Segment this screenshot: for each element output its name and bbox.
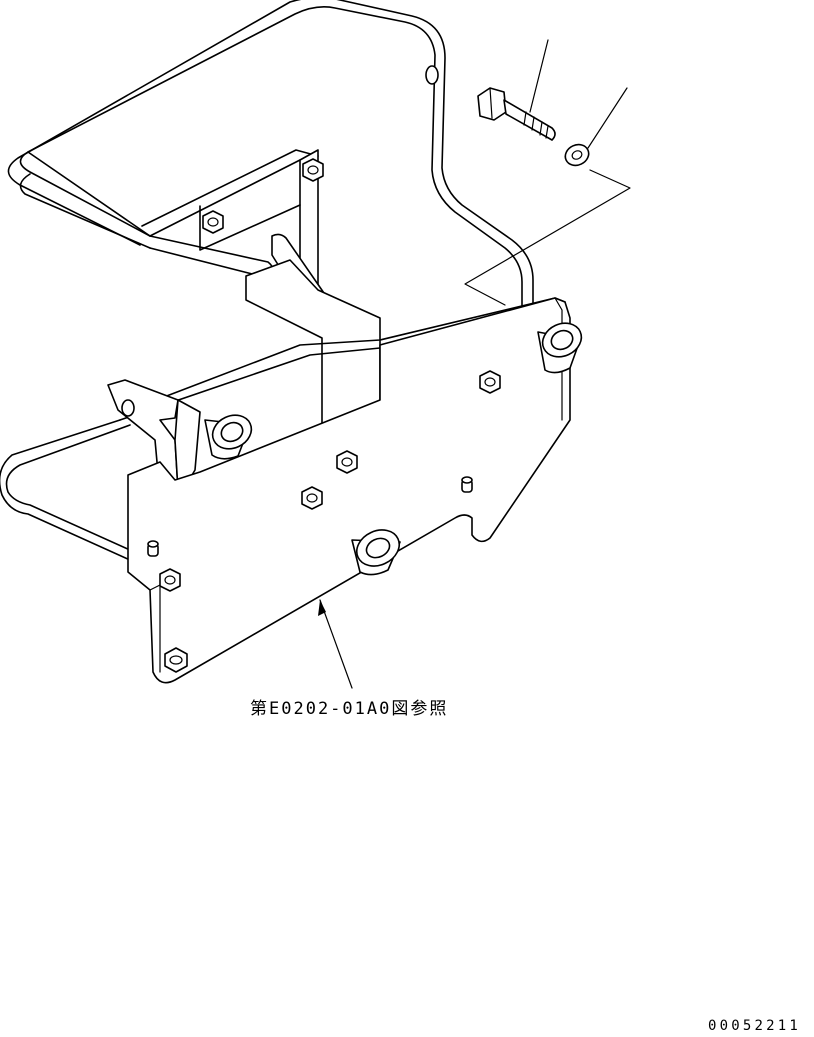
mounting-plate [127, 297, 571, 684]
drawing-number: 00052211 [708, 1018, 802, 1034]
reference-label: 第E0202-01A0図参照 [250, 699, 449, 719]
spacer-upper-right [537, 322, 583, 374]
upper-bracket [141, 149, 381, 433]
rail-end-cap [425, 65, 439, 85]
leader-lines [318, 39, 631, 689]
hex-nut [159, 568, 181, 592]
top-handrail [7, 0, 534, 384]
hex-nut [479, 370, 501, 394]
hex-nuts [159, 158, 501, 673]
hex-nut [301, 486, 323, 510]
stud [461, 476, 473, 493]
washer [564, 143, 590, 167]
hex-nut [302, 158, 324, 182]
boss-spacers [204, 322, 583, 576]
studs [147, 476, 473, 557]
hex-nut [202, 210, 224, 234]
spacer-lower [351, 529, 401, 576]
spacer-left [204, 414, 253, 460]
stud [147, 540, 159, 557]
hex-nut [336, 450, 358, 474]
hex-nut [164, 647, 188, 673]
bolt [477, 87, 556, 141]
